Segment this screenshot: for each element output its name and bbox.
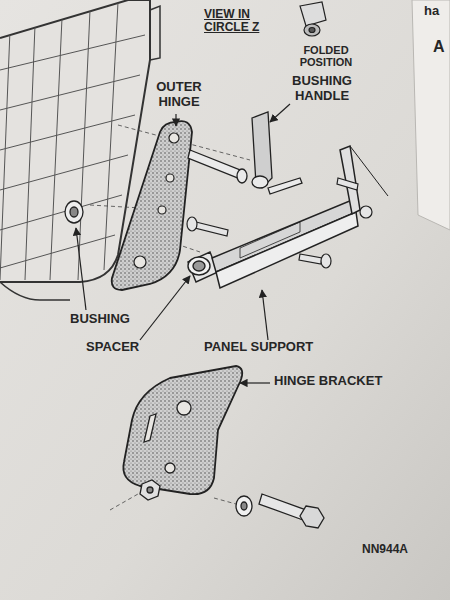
view-note: VIEW IN CIRCLE Z <box>204 8 278 35</box>
part-label: FOLDED POSITION <box>292 44 360 69</box>
part-label: BUSHING HANDLE <box>286 74 358 103</box>
part-label: SPACER <box>86 340 139 355</box>
part-label: BUSHING <box>70 312 130 327</box>
figure-number: NN944A <box>362 543 408 556</box>
part-label: OUTER HINGE <box>150 80 208 109</box>
page-fragment: ha <box>424 4 439 19</box>
page-fragment: A <box>433 38 445 56</box>
part-label: PANEL SUPPORT <box>204 340 313 355</box>
part-label: HINGE BRACKET <box>274 374 382 389</box>
